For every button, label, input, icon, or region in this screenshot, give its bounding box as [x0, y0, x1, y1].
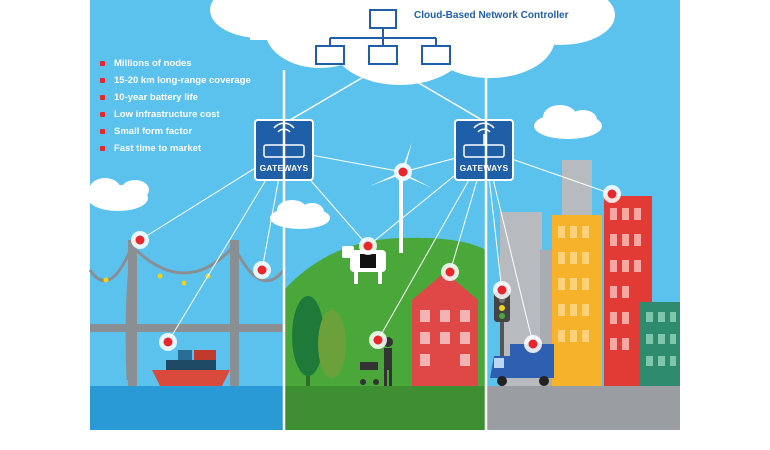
panel-dividers: [282, 70, 488, 430]
node-bridge-top: [131, 231, 149, 249]
router-icon: [463, 122, 505, 158]
node-traffic-light: [493, 281, 511, 299]
small-clouds: [88, 105, 602, 229]
red-house: [412, 272, 478, 386]
cargo-ship: [152, 350, 230, 386]
feature-item: Fast time to market: [100, 140, 251, 157]
feature-item: 10-year battery life: [100, 89, 251, 106]
node-turbine: [394, 163, 412, 181]
feature-item: Millions of nodes: [100, 55, 251, 72]
gateway-right-label: GATEWAYS: [459, 163, 509, 173]
cloud-gateway-links: [289, 71, 483, 121]
bridge-lights: [103, 273, 211, 286]
feature-item: Low infrastructure cost: [100, 106, 251, 123]
node-house: [441, 263, 459, 281]
road: [486, 386, 680, 430]
node-person: [369, 331, 387, 349]
node-building: [603, 185, 621, 203]
feature-item: 15-20 km long-range coverage: [100, 72, 251, 89]
node-bridge-right: [253, 261, 271, 279]
green-windows: [646, 312, 676, 366]
grass-ground: [284, 386, 486, 430]
cow: [342, 246, 386, 284]
node-ship: [159, 333, 177, 351]
feature-list: Millions of nodes 15-20 km long-range co…: [100, 55, 251, 157]
cloud-left: [88, 178, 149, 211]
gateway-right: [454, 119, 514, 181]
controller-title: Cloud-Based Network Controller: [414, 10, 569, 21]
sensor-nodes: [131, 163, 621, 353]
suspension-bridge: [88, 240, 286, 386]
cloud-right: [534, 105, 602, 139]
water: [90, 386, 284, 430]
gateway-node-links: [139, 149, 613, 345]
yellow-windows: [558, 226, 589, 342]
feature-item: Small form factor: [100, 123, 251, 140]
node-truck: [524, 335, 542, 353]
node-cow: [359, 237, 377, 255]
red-windows: [610, 208, 641, 350]
org-chart-icon: [315, 9, 451, 65]
trees: [292, 296, 346, 386]
gateway-left-label: GATEWAYS: [259, 163, 309, 173]
